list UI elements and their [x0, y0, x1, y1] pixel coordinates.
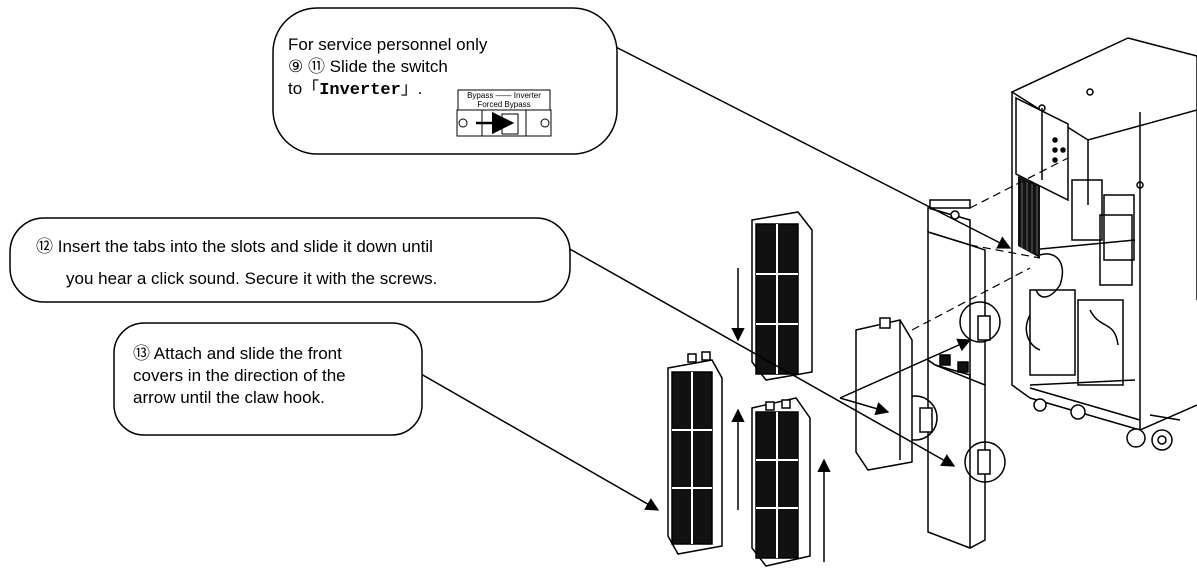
- switch-illustration: [456, 109, 552, 137]
- insert-tabs-line1: ⑫ Insert the tabs into the slots and sli…: [36, 237, 433, 256]
- callout-attach-bubble: [113, 322, 423, 436]
- switch-target-line: to「Inverter」.: [288, 78, 423, 102]
- front-cover-bottom-left: [667, 351, 723, 555]
- switch-label-bypass: Bypass: [467, 91, 494, 100]
- front-cover-bottom-middle: [751, 397, 811, 567]
- switch-target-prefix: to「: [288, 79, 320, 98]
- service-only-heading: For service personnel only: [288, 35, 488, 54]
- switch-label-forced-bypass: Forced Bypass: [477, 100, 531, 109]
- attach-covers-line3: arrow until the claw hook.: [133, 388, 325, 407]
- slide-switch-instruction: ⑨ ⑪ Slide the switch: [288, 57, 448, 76]
- small-cover: [855, 317, 913, 471]
- insert-tabs-line2: you hear a click sound. Secure it with t…: [66, 269, 438, 288]
- front-cover-top: [751, 211, 813, 381]
- switch-label-dash: ——: [495, 91, 512, 100]
- switch-target-suffix: 」.: [400, 79, 423, 98]
- attach-covers-line1: ⑬ Attach and slide the front: [133, 344, 342, 363]
- switch-label-top: Bypass —— Inverter: [460, 91, 548, 100]
- switch-label-box: [457, 89, 551, 111]
- switch-label-inverter: Inverter: [513, 91, 541, 100]
- inner-cover: [919, 199, 991, 549]
- ups-unit: [1010, 37, 1197, 451]
- callout-insert-bubble: [9, 217, 571, 303]
- inverter-keyword: Inverter: [319, 81, 401, 100]
- front-panel-vents: [1018, 176, 1040, 258]
- direction-arrows: [731, 268, 972, 562]
- dashed-guides: [911, 157, 1069, 331]
- attach-covers-line2: covers in the direction of the: [133, 366, 346, 385]
- leader-lines: [420, 41, 1012, 511]
